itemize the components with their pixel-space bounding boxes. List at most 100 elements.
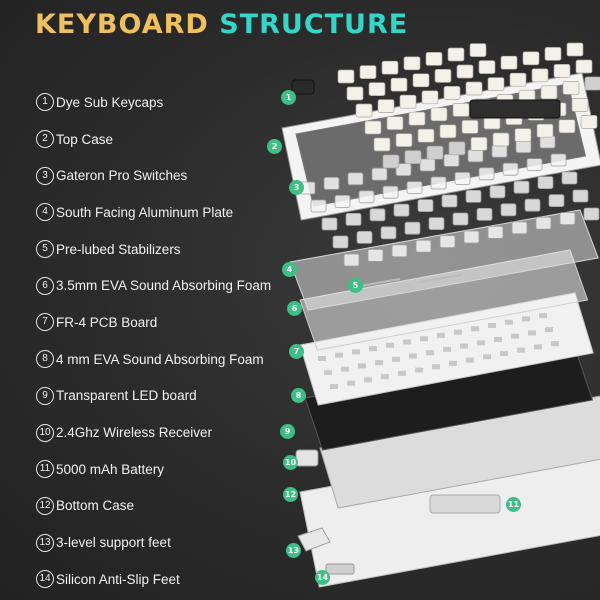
support-feet-shape <box>297 527 331 552</box>
callout-13: 13 <box>286 543 301 558</box>
callout-2: 2 <box>267 139 282 154</box>
pcb-switch-hole <box>335 352 343 358</box>
keycap-shape <box>386 116 404 130</box>
label-text: Transparent LED board <box>56 388 197 404</box>
pcb-switch-hole <box>471 326 479 332</box>
switch-shape <box>417 199 434 213</box>
switch-shape <box>526 158 543 172</box>
label-text: 3.5mm EVA Sound Absorbing Foam <box>56 278 272 294</box>
stabilizer-wire <box>419 274 463 283</box>
keycap-shape <box>470 137 488 151</box>
keycap-shape <box>553 64 571 78</box>
callout-11: 11 <box>506 497 521 512</box>
switch-shape <box>524 198 541 212</box>
pcb-switch-hole <box>477 340 485 346</box>
keycap-shape <box>536 123 554 138</box>
keycap-shape <box>562 81 580 95</box>
label-number: 5 <box>36 240 54 259</box>
switch-shape <box>323 176 340 190</box>
label-text: Top Case <box>56 131 114 147</box>
keycap-shape <box>430 107 448 122</box>
switch-shape <box>419 158 436 172</box>
keycap-shape <box>355 103 373 118</box>
pcb-switch-hole <box>330 384 338 389</box>
pcb-switch-hole <box>324 370 332 375</box>
switch-shape <box>487 225 504 239</box>
pcb-switch-hole <box>494 337 502 342</box>
wireless-receiver-shape <box>295 449 319 467</box>
switch-shape <box>345 212 362 226</box>
battery-shape <box>429 494 501 514</box>
label-number: 14 <box>36 570 54 589</box>
switch-shape <box>539 135 556 149</box>
layer-label-2: 2 Top Case <box>36 121 306 158</box>
title-keyboard: KEYBOARD <box>35 9 209 40</box>
switch-shape <box>489 185 506 199</box>
switch-shape <box>535 216 552 230</box>
pcb-switch-hole <box>341 366 349 372</box>
switch-shape <box>332 235 349 249</box>
switch-shape <box>439 235 456 249</box>
pcb-switch-hole <box>483 354 491 360</box>
keycap-shape <box>403 56 421 71</box>
pcb-switch-hole <box>505 319 513 325</box>
pcb-switch-hole <box>488 323 496 328</box>
switch-shape <box>441 194 458 208</box>
esc-keycap-shape <box>291 79 315 95</box>
label-text: 2.4Ghz Wireless Receiver <box>56 425 213 441</box>
keycap-shape <box>443 86 461 100</box>
callout-8: 8 <box>291 388 306 403</box>
switch-shape <box>443 153 460 167</box>
switch-shape <box>310 199 327 213</box>
label-number: 11 <box>36 460 54 479</box>
keycap-shape <box>425 52 443 66</box>
switch-shape <box>428 217 445 231</box>
keycap-shape <box>364 120 382 135</box>
keycap-shape <box>571 98 589 112</box>
keycap-shape <box>412 73 430 88</box>
label-number: 12 <box>36 496 54 515</box>
pcb-switch-hole <box>522 316 530 322</box>
switch-shape <box>513 180 530 194</box>
switch-shape <box>572 189 589 203</box>
switch-shape <box>395 163 412 177</box>
switch-shape <box>478 167 495 181</box>
pcb-switch-hole <box>534 344 542 350</box>
stabilizer-wire <box>359 278 401 287</box>
label-text: 4 mm EVA Sound Absorbing Foam <box>56 351 264 367</box>
pcb-switch-hole <box>347 380 355 386</box>
label-text: 5000 mAh Battery <box>56 461 165 477</box>
callout-5: 5 <box>348 278 363 293</box>
keycap-shape <box>346 86 364 101</box>
switch-shape <box>511 221 528 235</box>
keycap-shape <box>404 150 422 164</box>
callout-3: 3 <box>289 180 304 195</box>
switch-shape <box>515 140 532 154</box>
pcb-switch-hole <box>454 329 462 335</box>
keycap-shape <box>509 72 527 87</box>
keycap-shape <box>584 76 600 91</box>
keycap-shape <box>580 115 598 129</box>
pcb-switch-hole <box>386 342 394 348</box>
keycap-shape <box>381 60 399 75</box>
switch-shape <box>380 226 397 240</box>
switch-shape <box>502 162 519 176</box>
switch-shape <box>369 208 386 222</box>
keycap-shape <box>575 59 593 74</box>
callout-6: 6 <box>287 301 302 316</box>
label-number: 1 <box>36 93 54 112</box>
switch-shape <box>465 189 482 203</box>
pcb-switch-hole <box>364 377 372 383</box>
pcb-switch-hole <box>358 363 366 369</box>
page-title: KEYBOARD STRUCTURE <box>35 9 408 40</box>
keycap-shape <box>408 111 426 126</box>
switch-shape <box>467 149 484 163</box>
